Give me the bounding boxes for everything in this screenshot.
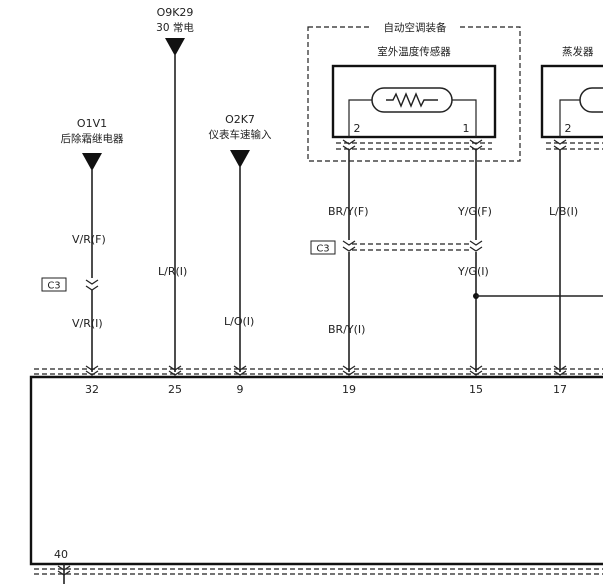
sensor-internal-lead-left <box>348 99 372 137</box>
wire-label-lb-i: L/B(I) <box>549 205 578 218</box>
c3-box-right <box>310 240 336 255</box>
terminal-o2k7-code: O2K7 <box>225 113 255 126</box>
auto-ac-title: 自动空调装备 <box>384 21 447 34</box>
sensor-pin-2: 2 <box>354 122 361 135</box>
main-connector-top <box>34 365 603 376</box>
pin-19: 19 <box>342 383 356 396</box>
wire-label-yg-i: Y/G(I) <box>457 265 489 278</box>
sensor-connector <box>336 139 492 151</box>
terminal-arrow-o1v1 <box>82 153 102 171</box>
outside-temp-sensor-box <box>331 64 497 139</box>
terminal-o9k29-desc: 30 常电 <box>156 21 194 34</box>
wire-label-vr-i: V/R(I) <box>72 317 103 330</box>
evaporator-thermistor-icon <box>579 87 603 113</box>
wire-label-vr-f: V/R(F) <box>72 233 106 246</box>
terminal-o9k29-code: O9K29 <box>157 6 194 19</box>
control-module-body <box>29 375 603 566</box>
pin-15: 15 <box>469 383 483 396</box>
main-connector-bottom <box>34 565 603 576</box>
sensor-pin-1: 1 <box>463 122 470 135</box>
auto-ac-title-bg <box>372 19 458 35</box>
c3-box-left <box>41 277 67 292</box>
terminal-o1v1-desc: 后除霜继电器 <box>61 132 124 145</box>
c3-label-right: C3 <box>316 244 329 255</box>
terminal-o1v1-code: O1V1 <box>77 117 107 130</box>
outside-temp-sensor-label: 室外温度传感器 <box>377 45 451 58</box>
evaporator-label: 蒸发器 <box>562 45 594 58</box>
pin-17: 17 <box>553 383 567 396</box>
pin-25: 25 <box>168 383 182 396</box>
wire-label-yg-f: Y/G(F) <box>457 205 492 218</box>
evaporator-connector <box>546 139 603 151</box>
evaporator-sensor-box <box>540 64 603 139</box>
terminal-arrow-o2k7 <box>230 150 250 168</box>
resistor-zigzag-icon <box>386 92 438 108</box>
sensor-internal-lead-right <box>452 99 477 137</box>
pin-9: 9 <box>237 383 244 396</box>
wire-label-lo-i: L/O(I) <box>224 315 254 328</box>
wire-label-bry-f: BR/Y(F) <box>328 205 369 218</box>
evaporator-internal-lead <box>559 99 580 137</box>
c3-label-left: C3 <box>47 281 60 292</box>
terminal-arrow-o9k29 <box>165 38 185 56</box>
terminal-o2k7-desc: 仪表车速输入 <box>209 128 272 141</box>
wire-label-bry-i: BR/Y(I) <box>328 323 365 336</box>
wire-label-lr-i: L/R(I) <box>158 265 187 278</box>
pin-32: 32 <box>85 383 99 396</box>
evaporator-pin-2: 2 <box>565 122 572 135</box>
c3-connector-wire-32 <box>85 279 99 291</box>
thermistor-icon <box>371 87 453 113</box>
c3-connector-wires-19-15 <box>342 240 483 252</box>
pin-40: 40 <box>54 548 68 561</box>
